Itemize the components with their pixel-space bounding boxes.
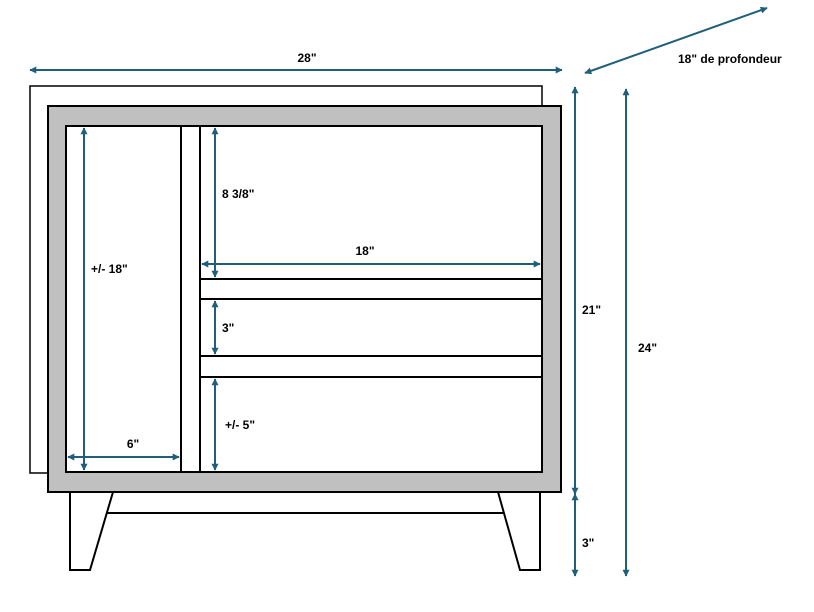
total-height-label: 24" — [638, 341, 657, 355]
left-compartment-height-label: +/- 18" — [91, 262, 128, 276]
top-drawer-height-label: 8 3/8" — [222, 187, 254, 201]
right-leg — [496, 491, 541, 571]
cabinet-height-label: 21" — [582, 303, 601, 317]
drawer-width-label: 18" — [355, 244, 374, 258]
depth-arrow — [584, 6, 768, 75]
left-leg — [69, 491, 115, 571]
depth-label: 18" de profondeur — [678, 52, 782, 66]
bottom-drawer — [199, 376, 543, 473]
middle-drawer — [199, 298, 543, 357]
leg-height-label: 3" — [582, 536, 594, 550]
bottom-drawer-height-label: +/- 5" — [225, 418, 255, 432]
leg-crossbar — [104, 491, 512, 514]
cabinet-legs — [69, 491, 541, 571]
top-drawer — [199, 125, 543, 280]
overall-width-label: 28" — [297, 51, 316, 65]
middle-drawer-height-label: 3" — [222, 321, 234, 335]
left-compartment-width-label: 6" — [127, 437, 139, 451]
